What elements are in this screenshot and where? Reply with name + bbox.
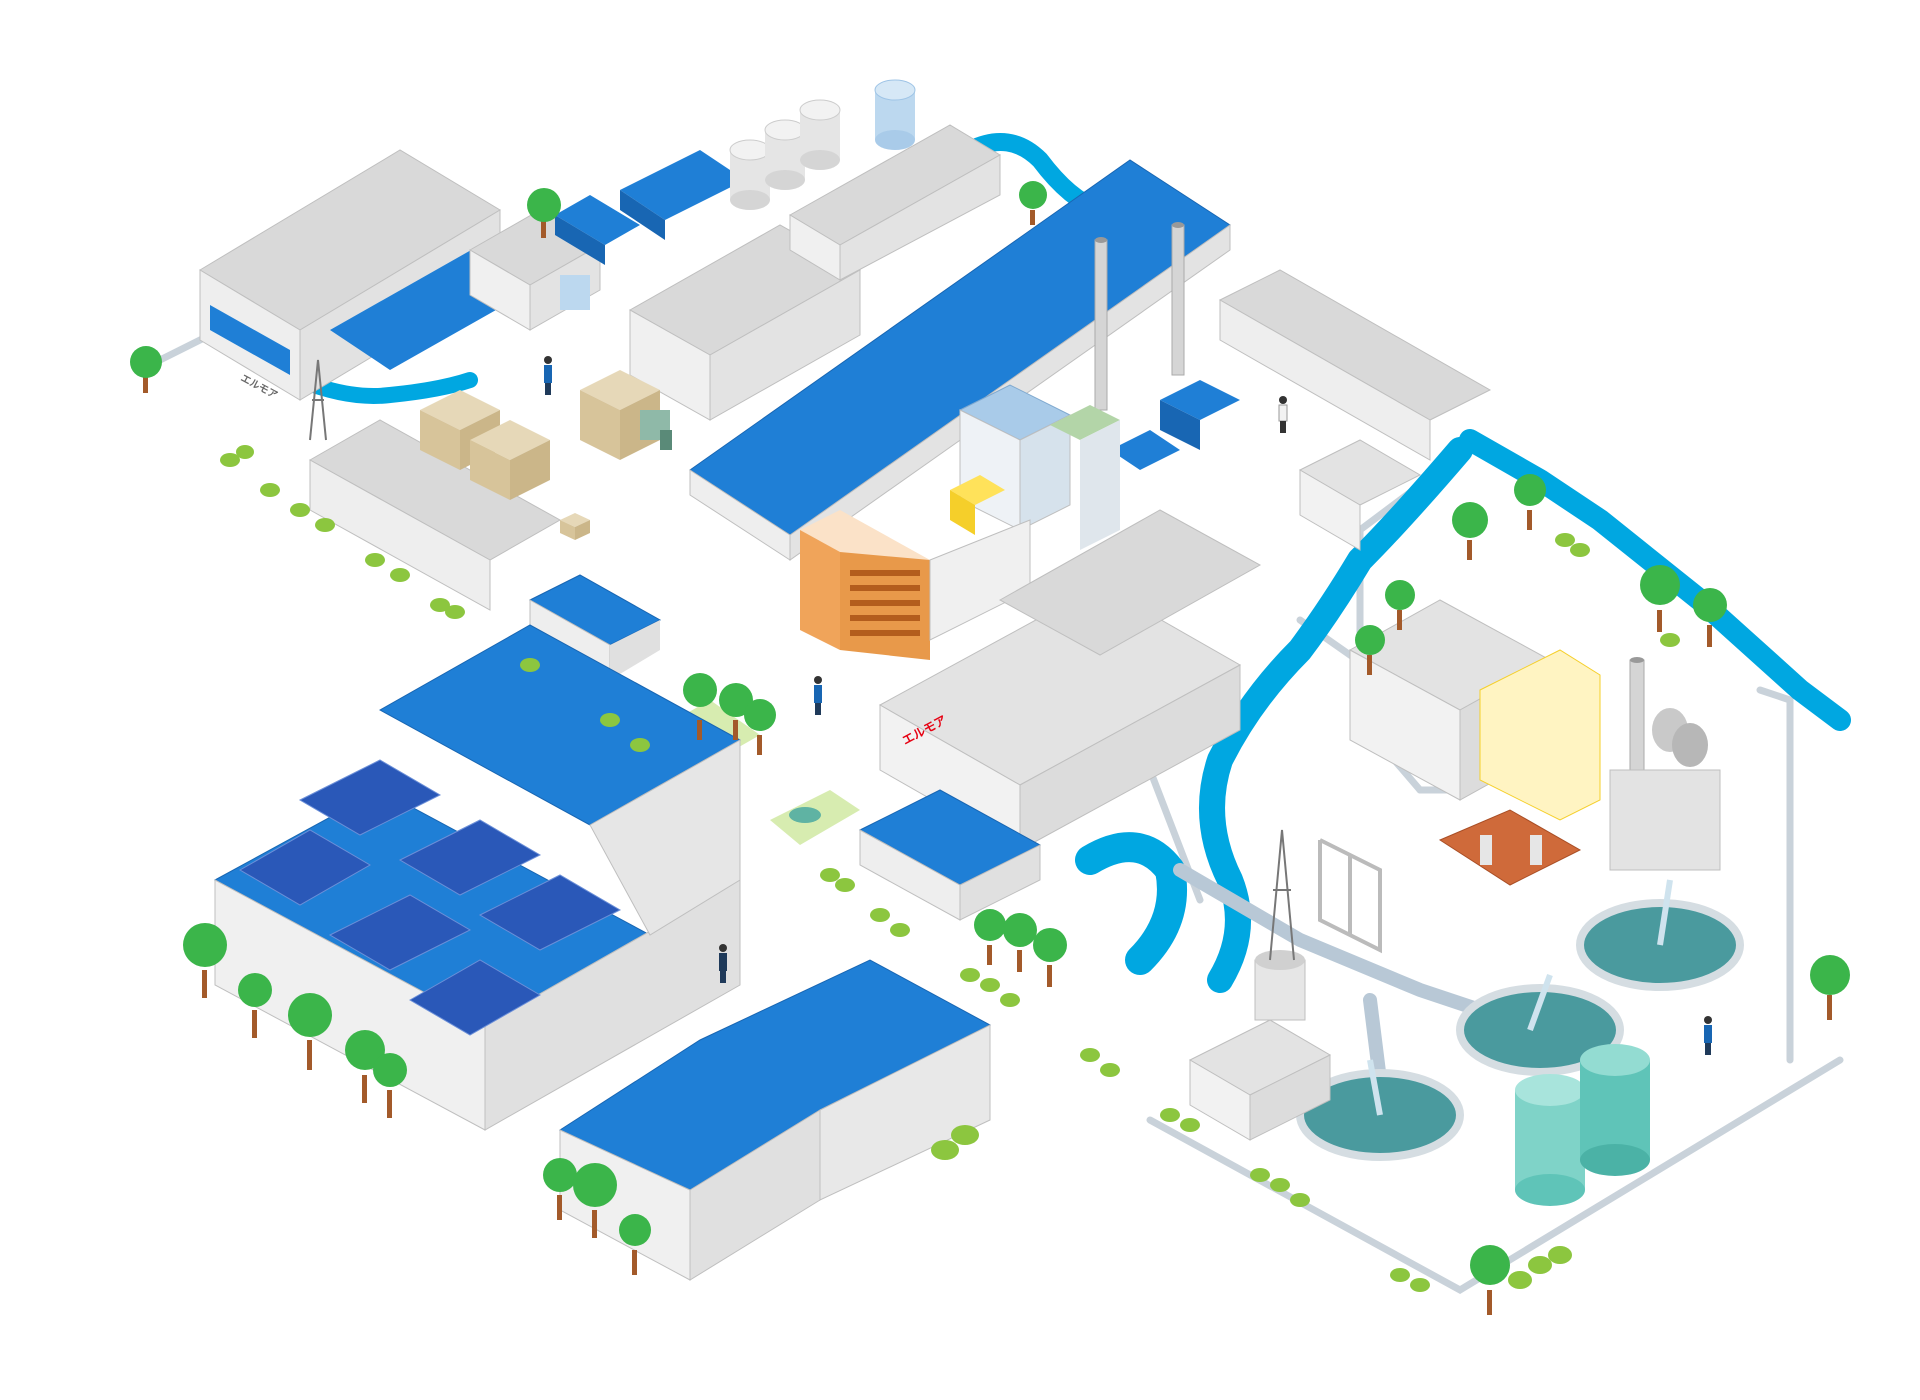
- equipment-block: [1188, 950, 1332, 1141]
- tree-icon: [1019, 181, 1047, 225]
- clarifier-icon: [1456, 973, 1624, 1076]
- warehouse-south: [558, 959, 992, 1281]
- office-tower-light-blue: [950, 384, 1120, 550]
- tree-icon: [573, 1163, 617, 1238]
- river: [292, 133, 1851, 993]
- tree-icon: [130, 346, 162, 393]
- central-factory: エルモア: [878, 509, 1262, 851]
- clarifier-icon: [1296, 1059, 1464, 1161]
- cardboard-box-stacks: [420, 370, 672, 540]
- tree-icon: [345, 1030, 385, 1103]
- tree-icon: [373, 1053, 407, 1118]
- garden-plaza-2: [770, 790, 860, 845]
- storage-tank-icon: [799, 99, 841, 170]
- steel-frame: [1318, 838, 1382, 954]
- brick-rooftop: [1438, 809, 1582, 886]
- tree-icon: [974, 909, 1006, 965]
- office-building-orange: [800, 510, 1031, 660]
- conveyor-building: [469, 150, 745, 331]
- tree-icon: [719, 683, 753, 740]
- blue-annex: [1110, 380, 1240, 470]
- tree-icon: [288, 993, 332, 1070]
- bushes: [220, 445, 1680, 1292]
- tree-icon: [1003, 913, 1037, 972]
- forklift-icon: [640, 410, 672, 450]
- person-icon: [719, 944, 727, 983]
- storage-tank-icon: [1515, 1074, 1585, 1206]
- smokestack-unit: [1609, 657, 1721, 871]
- tree-icon: [1385, 580, 1415, 630]
- tree-icon: [1470, 1245, 1510, 1315]
- solar-warehouse: [213, 624, 742, 1131]
- clarifier-tanks: [1296, 879, 1744, 1206]
- tree-icon: [238, 973, 272, 1038]
- tree-icon: [683, 673, 717, 740]
- tree-icon: [1355, 625, 1385, 675]
- solar-panel-icon: [239, 759, 622, 1036]
- people: [544, 356, 1712, 1055]
- person-icon: [1704, 1016, 1712, 1055]
- person-icon: [544, 356, 552, 395]
- storage-tank-icon: [874, 79, 916, 150]
- tree-icon: [1640, 565, 1680, 632]
- storage-silos: [729, 79, 916, 210]
- warehouse-north-2: [789, 124, 1001, 281]
- blue-workshop: [858, 789, 1042, 921]
- tree-icon: [183, 923, 227, 998]
- storage-tank-icon: [1580, 1044, 1650, 1176]
- chimney-icon: [1094, 237, 1108, 411]
- warehouse-northwest: エルモア: [199, 149, 540, 401]
- tree-icon: [543, 1158, 577, 1220]
- person-icon: [1278, 396, 1288, 433]
- tree-icon: [1452, 502, 1488, 560]
- cardboard-box-icon: [470, 420, 550, 500]
- clarifier-icon: [1576, 879, 1744, 991]
- chimney-icon: [1171, 222, 1185, 376]
- person-icon: [814, 676, 822, 715]
- tree-icon: [1693, 588, 1727, 647]
- tree-icon: [744, 699, 776, 755]
- tree-icon: [1514, 474, 1546, 530]
- fountain: [789, 807, 821, 823]
- pylon-icon: [1269, 829, 1295, 961]
- tree-icon: [1810, 955, 1850, 1020]
- trees: [130, 181, 1850, 1315]
- treatment-building: [1348, 599, 1601, 821]
- pylon-icon: [309, 359, 327, 441]
- tree-icon: [1033, 928, 1067, 987]
- storage-tank-icon: [764, 119, 806, 190]
- warehouse-northeast: [1218, 269, 1492, 551]
- storage-tank-icon: [729, 139, 771, 210]
- tree-icon: [619, 1214, 651, 1275]
- tree-icon: [527, 188, 561, 238]
- cardboard-box-icon: [560, 513, 590, 540]
